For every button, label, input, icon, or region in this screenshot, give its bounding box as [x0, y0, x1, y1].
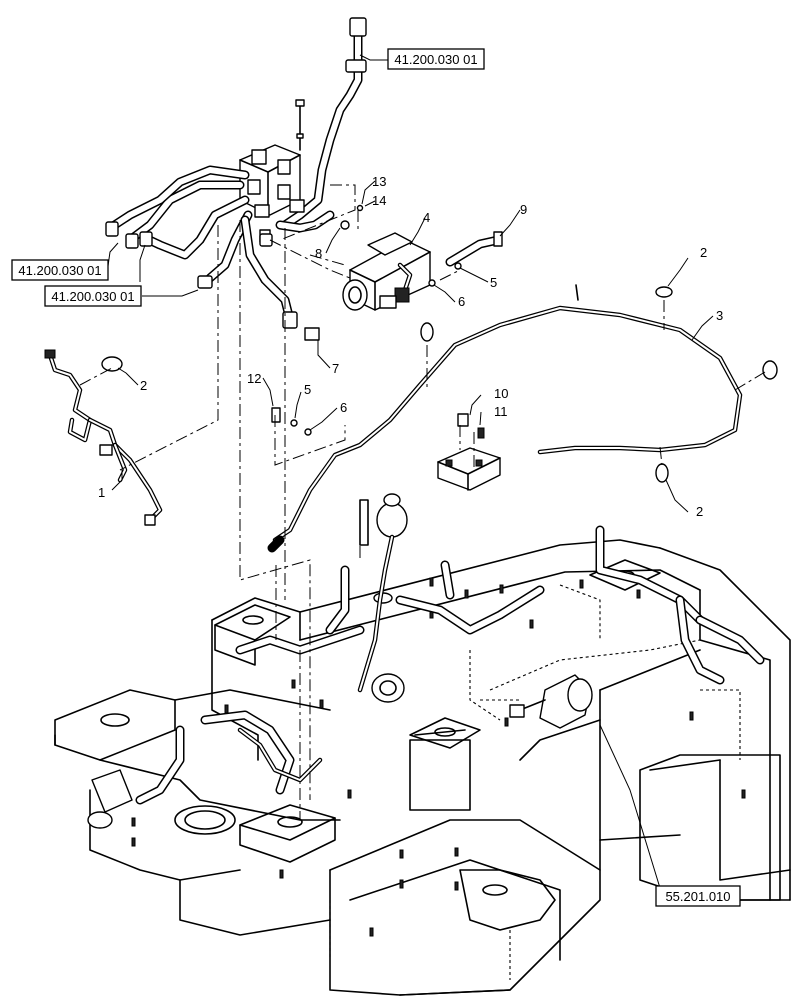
ref-box-left-b: 41.200.030 01: [44, 285, 142, 307]
bolt-markers: [131, 577, 746, 937]
ref-box-bottom: 55.201.010: [655, 885, 741, 907]
callout-14: 14: [372, 193, 386, 208]
starter-motor: [509, 674, 593, 729]
callout-13: 13: [372, 174, 386, 189]
callout-2-top: 2: [700, 245, 707, 260]
ref-text-left-a: 41.200.030 01: [18, 263, 101, 278]
main-hose: [280, 17, 367, 230]
ref-box-left-a: 41.200.030 01: [11, 259, 109, 281]
ref-text-bottom: 55.201.010: [665, 889, 730, 904]
callout-6-right: 6: [458, 294, 465, 309]
ring-seals: [101, 286, 778, 604]
callout-labels: 1 2 2 2 3 4 5 5 6 6 7 8 9 10 11 12 13 14: [98, 174, 723, 519]
bracket-rod: [445, 231, 503, 267]
frame-harness: [135, 525, 765, 805]
callout-2-left: 2: [140, 378, 147, 393]
callout-8: 8: [315, 246, 322, 261]
motor-assembly: [342, 232, 431, 311]
callout-12: 12: [247, 371, 261, 386]
callout-9: 9: [520, 202, 527, 217]
callout-4: 4: [423, 210, 430, 225]
ref-box-top: 41.200.030 01: [387, 48, 485, 70]
callout-5-left: 5: [304, 382, 311, 397]
leader-lines: [107, 54, 714, 889]
callout-11: 11: [494, 404, 508, 419]
callout-3: 3: [716, 308, 723, 323]
callout-2-bottom: 2: [696, 504, 703, 519]
hidden-lines: [329, 584, 741, 980]
installation-lines: [79, 184, 766, 820]
callout-6-left: 6: [340, 400, 347, 415]
callout-7: 7: [332, 361, 339, 376]
left-hoses: [105, 165, 253, 289]
callout-5-right: 5: [490, 275, 497, 290]
ref-text-left-b: 41.200.030 01: [51, 289, 134, 304]
fuse-block: [437, 413, 501, 491]
frame-motor: [371, 673, 405, 703]
vertical-bolt: [295, 99, 305, 151]
sensor-unit: [357, 493, 408, 693]
callout-10: 10: [494, 386, 508, 401]
small-hardware: [271, 204, 462, 436]
ref-text-top: 41.200.030 01: [394, 52, 477, 67]
long-cable: [267, 284, 743, 553]
callout-1: 1: [98, 485, 105, 500]
down-hoses: [240, 210, 335, 329]
